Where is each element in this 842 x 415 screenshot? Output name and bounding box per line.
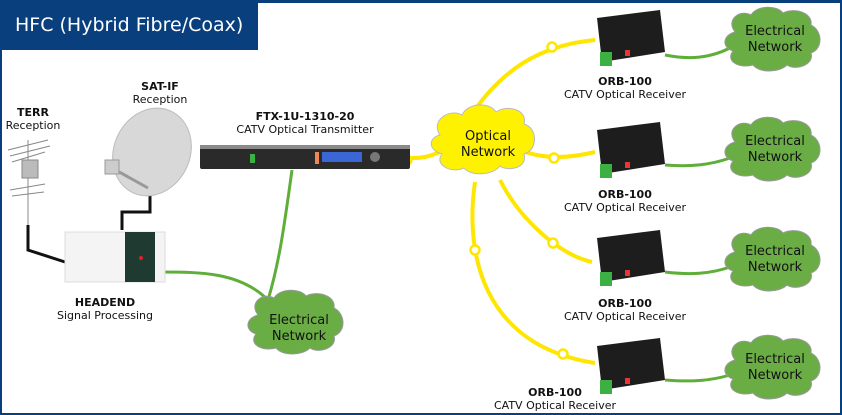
receiver-desc: CATV Optical Receiver — [563, 310, 687, 323]
transmitter-desc: CATV Optical Transmitter — [236, 123, 374, 136]
receiver-name: ORB-100 — [598, 188, 652, 201]
receiver-1-coax — [664, 46, 731, 60]
sat-desc: Reception — [132, 93, 188, 106]
electrical-network-line1: Electrical — [745, 244, 805, 259]
receiver-3-coax — [664, 265, 731, 276]
terr-label: TERR Reception — [2, 106, 64, 132]
fibre-loop — [547, 237, 559, 249]
receiver-4-label: ORB-100 CATV Optical Receiver — [490, 386, 620, 412]
fibre-loop — [546, 41, 558, 53]
fibre-to-receiver-4 — [470, 181, 596, 365]
optical-network-cloud — [430, 104, 535, 175]
fibre-to-receiver-1 — [466, 38, 596, 122]
receiver-desc: CATV Optical Receiver — [563, 201, 687, 214]
terr-desc: Reception — [5, 119, 61, 132]
terr-antenna-icon — [7, 139, 51, 225]
receiver-4-network-label: Electrical Network — [730, 352, 820, 384]
transmitter-coax — [266, 169, 294, 301]
fibre-tx-to-cloud — [411, 150, 441, 160]
receiver-1-label: ORB-100 CATV Optical Receiver — [560, 75, 690, 101]
headend-box-icon — [64, 231, 166, 283]
electrical-network-line2: Network — [271, 329, 327, 344]
receiver-name: ORB-100 — [598, 297, 652, 310]
headend-electrical-network-label: Electrical Network — [254, 313, 344, 345]
receiver-2-network-label: Electrical Network — [730, 134, 820, 166]
electrical-network-line2: Network — [747, 368, 803, 383]
sat-name: SAT-IF — [141, 80, 179, 93]
optical-network-label: Optical Network — [446, 129, 530, 161]
optical-transmitter-icon — [200, 145, 410, 169]
optical-receiver-icon — [597, 10, 665, 66]
headend-desc: Signal Processing — [56, 309, 154, 322]
sat-cable — [120, 190, 152, 230]
optical-receiver-icon — [597, 122, 665, 178]
transmitter-name: FTX-1U-1310-20 — [255, 110, 355, 123]
receiver-name: ORB-100 — [528, 386, 582, 399]
receiver-desc: CATV Optical Receiver — [493, 399, 617, 412]
electrical-network-line2: Network — [747, 260, 803, 275]
satellite-dish-icon — [104, 107, 192, 197]
fibre-loop — [548, 152, 560, 164]
headend-coax — [159, 270, 270, 302]
electrical-network-cloud — [247, 6, 821, 400]
terr-cable — [26, 225, 66, 264]
optical-receiver-icon — [597, 338, 665, 394]
receiver-2-coax — [664, 156, 731, 168]
optical-network-line1: Optical — [465, 129, 511, 144]
receiver-desc: CATV Optical Receiver — [563, 88, 687, 101]
electrical-network-line1: Electrical — [745, 24, 805, 39]
fibre-loop — [469, 244, 481, 256]
fibre-to-receiver-3 — [498, 179, 593, 264]
diagram-title: HFC (Hybrid Fibre/Coax) — [0, 0, 258, 50]
receiver-4-coax — [664, 373, 731, 383]
receiver-3-label: ORB-100 CATV Optical Receiver — [560, 297, 690, 323]
terr-name: TERR — [17, 106, 49, 119]
fibre-loop — [557, 348, 569, 360]
electrical-network-line1: Electrical — [745, 134, 805, 149]
electrical-network-line2: Network — [747, 40, 803, 55]
receiver-3-network-label: Electrical Network — [730, 244, 820, 276]
top-border — [258, 0, 842, 3]
headend-label: HEADEND Signal Processing — [40, 296, 170, 322]
sat-label: SAT-IF Reception — [120, 80, 200, 106]
electrical-network-line1: Electrical — [745, 352, 805, 367]
transmitter-label: FTX-1U-1310-20 CATV Optical Transmitter — [220, 110, 390, 136]
electrical-network-line1: Electrical — [269, 313, 329, 328]
optical-network-line2: Network — [460, 145, 516, 160]
electrical-network-line2: Network — [747, 150, 803, 165]
optical-receiver-icon — [597, 230, 665, 286]
receiver-2-label: ORB-100 CATV Optical Receiver — [560, 188, 690, 214]
receiver-1-network-label: Electrical Network — [730, 24, 820, 56]
headend-name: HEADEND — [74, 296, 136, 309]
receiver-name: ORB-100 — [598, 75, 652, 88]
